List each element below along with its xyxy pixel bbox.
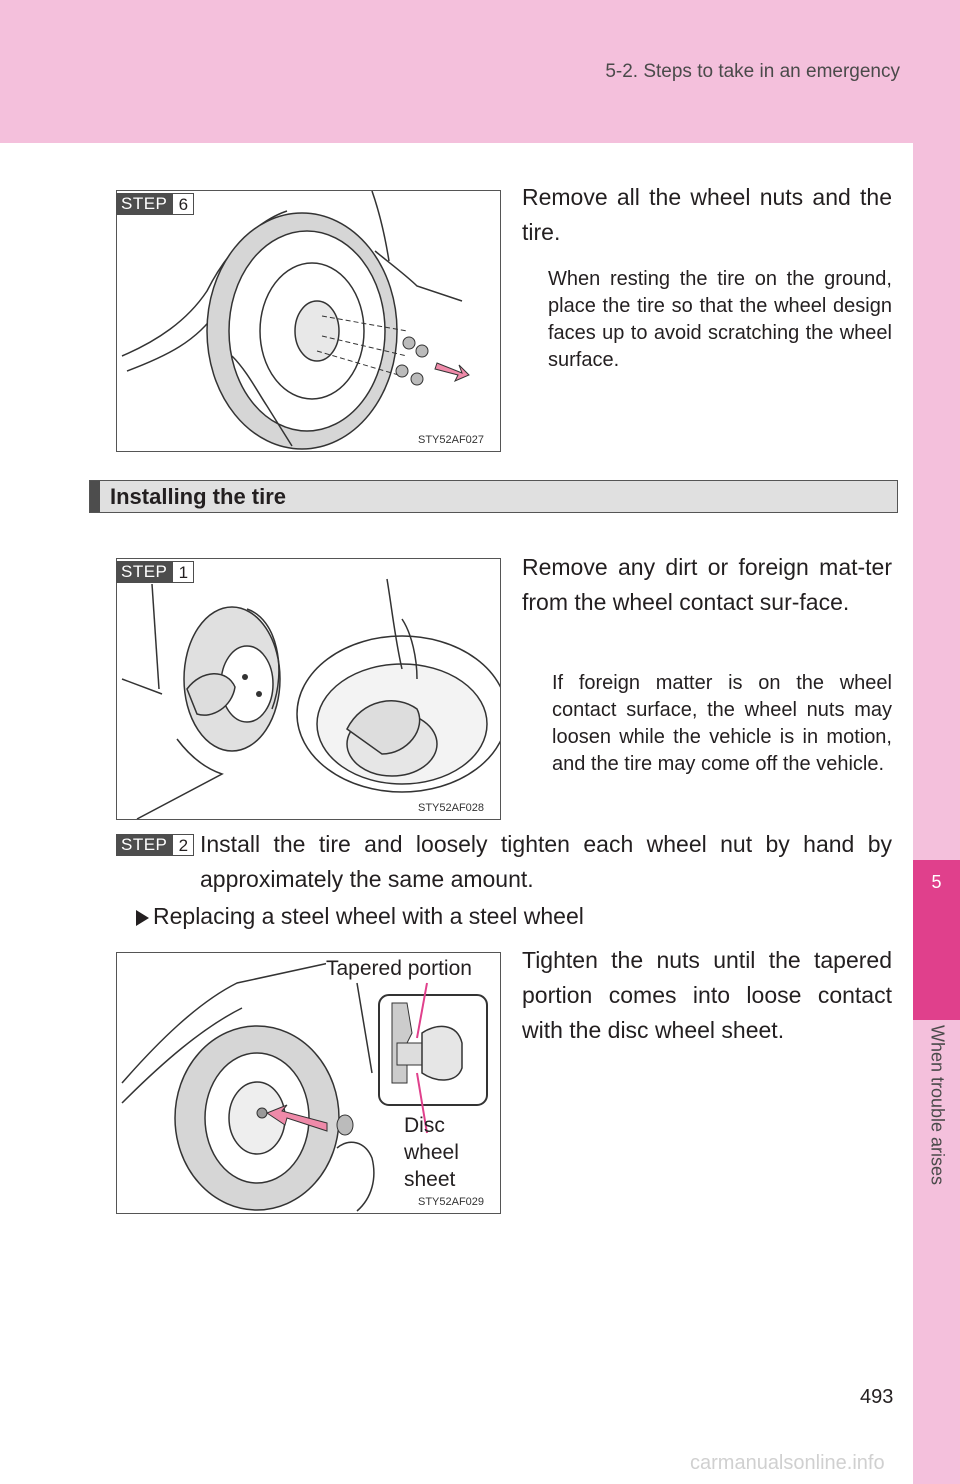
step2-figure-code: STY52AF029 (418, 1196, 485, 1208)
step-number: 2 (172, 834, 195, 856)
callout-disc-wheel-sheet: Disc wheel sheet (404, 1112, 459, 1193)
step1-text: Remove any dirt or foreign mat-ter from … (522, 554, 892, 615)
step1-badge: STEP 1 (116, 561, 195, 583)
callout-disc-line1: Disc (404, 1114, 445, 1137)
wheel-removal-illustration (121, 191, 470, 450)
subsection-title: Replacing a steel wheel with a steel whe… (153, 903, 584, 929)
section-heading: Installing the tire (89, 480, 898, 513)
step2-text: Install the tire and loosely tighten eac… (200, 831, 892, 892)
step6-note: When resting the tire on the ground, pla… (548, 268, 892, 371)
nut-tightening-illustration (121, 957, 488, 1212)
step2-detail-text: Tighten the nuts until the tapered porti… (522, 947, 892, 1043)
step6-figure (116, 190, 501, 452)
header-title: 5-2. Steps to take in an emergency (605, 61, 900, 82)
page-number: 493 (860, 1386, 894, 1408)
pointer-arrow-icon (136, 909, 149, 926)
step6-text: Remove all the wheel nuts and the tire. (522, 184, 892, 245)
step1-figure (116, 558, 501, 820)
step-number: 6 (172, 193, 195, 215)
step6-badge: STEP 6 (116, 193, 195, 215)
chapter-number-tab: 5 (913, 860, 960, 1020)
step1-note: If foreign matter is on the wheel contac… (552, 672, 892, 775)
chapter-label-wrap: When trouble arises (913, 1025, 960, 1185)
section-accent (90, 481, 100, 512)
watermark: carmanualsonline.info (690, 1452, 885, 1474)
step-number: 1 (172, 561, 195, 583)
step-label: STEP (116, 834, 173, 856)
step1-figure-code: STY52AF028 (418, 802, 485, 814)
step-label: STEP (116, 193, 173, 215)
wheel-cleaning-illustration (121, 578, 500, 819)
step-label: STEP (116, 561, 173, 583)
step6-figure-code: STY52AF027 (418, 434, 485, 446)
callout-disc-line2: wheel (404, 1141, 459, 1164)
callout-tapered-portion: Tapered portion (326, 955, 472, 982)
subsection-heading: Replacing a steel wheel with a steel whe… (136, 899, 736, 934)
page-header: 5-2. Steps to take in an emergency (0, 0, 960, 143)
step2-badge: STEP 2 (116, 834, 195, 856)
chapter-number: 5 (931, 872, 942, 892)
callout-disc-line3: sheet (404, 1168, 456, 1191)
section-title: Installing the tire (110, 484, 287, 509)
chapter-side-tab (913, 143, 960, 1484)
step2-figure (116, 952, 501, 1214)
chapter-label: When trouble arises (927, 1024, 947, 1186)
